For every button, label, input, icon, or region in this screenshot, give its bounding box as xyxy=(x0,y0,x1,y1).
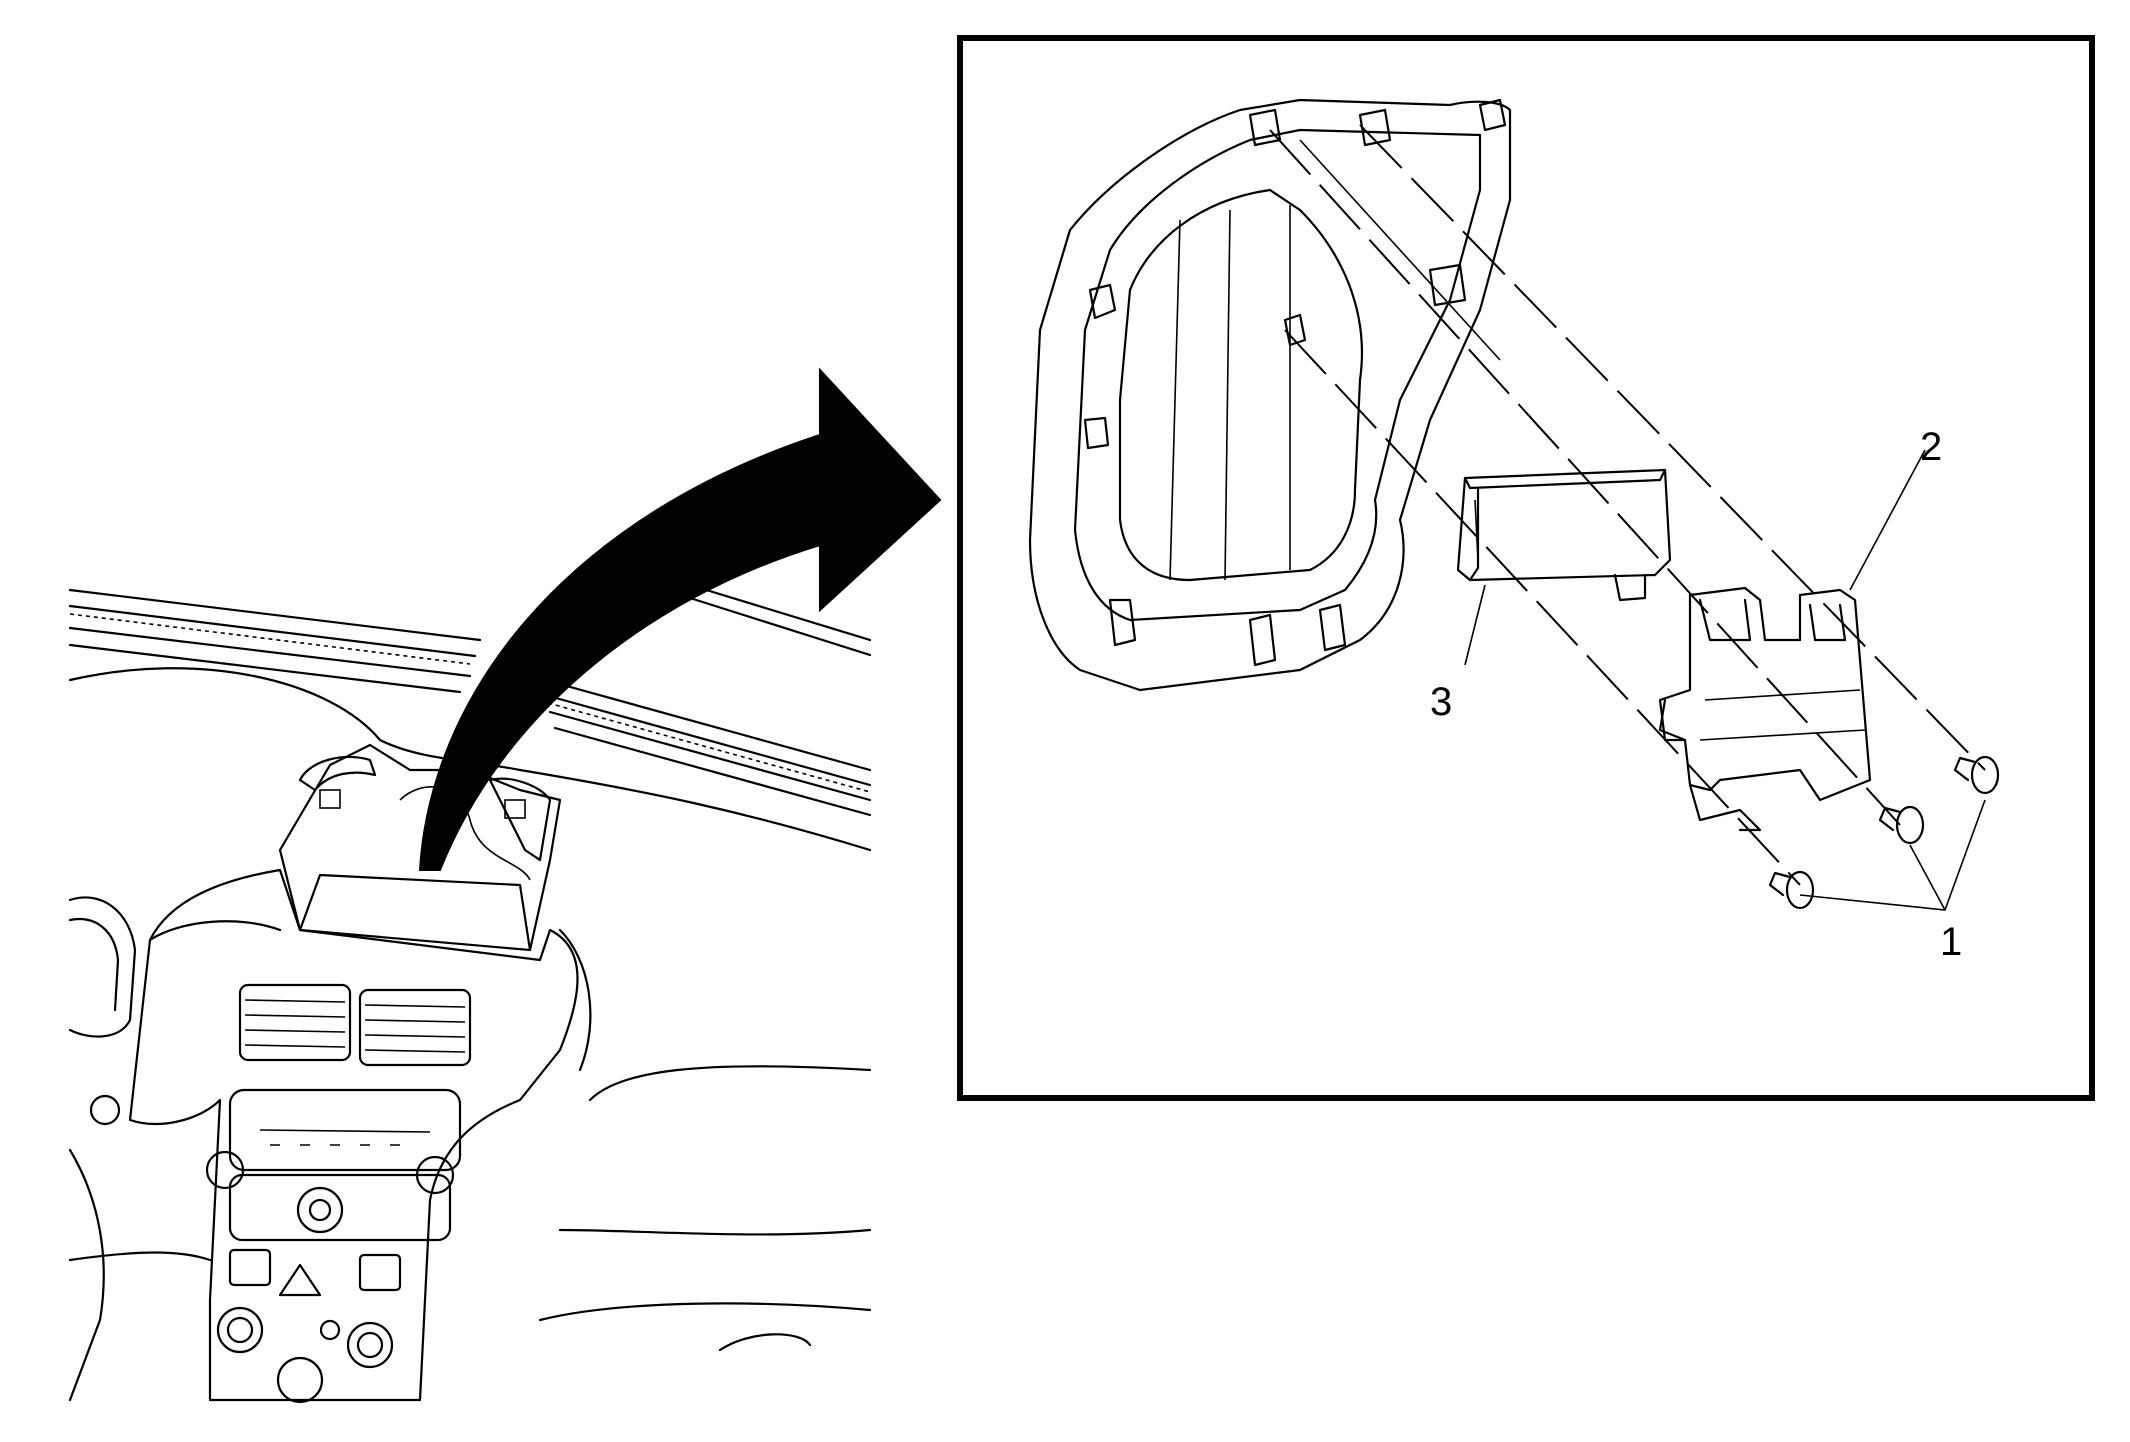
screw-1b xyxy=(1878,805,1925,845)
instrument-cluster-side xyxy=(68,896,137,1402)
callout-1: 1 xyxy=(1940,920,1962,964)
bracket-2 xyxy=(1658,586,1872,832)
screw-1a xyxy=(1953,755,2000,795)
screw-1c xyxy=(1768,870,1815,910)
zoom-arrow xyxy=(418,367,942,871)
bezel-trim-frame xyxy=(1028,98,1512,692)
center-stack-opening xyxy=(278,743,562,952)
lower-switch-panel xyxy=(216,1248,402,1404)
detail-inset-frame xyxy=(957,35,2095,1101)
defroster-vent-left xyxy=(68,588,482,694)
module-3 xyxy=(1456,468,1672,602)
center-trim-bezel xyxy=(298,755,552,862)
center-stack xyxy=(128,868,579,1402)
callout-3: 3 xyxy=(1430,680,1452,724)
center-air-vents xyxy=(238,983,472,1067)
defroster-vent-right xyxy=(543,583,872,817)
leader-lines xyxy=(1464,449,1986,911)
passenger-dash xyxy=(68,1065,872,1352)
assembly-lines xyxy=(1269,124,1986,886)
callout-2: 2 xyxy=(1920,425,1942,469)
radio-control-panel xyxy=(205,1088,462,1242)
